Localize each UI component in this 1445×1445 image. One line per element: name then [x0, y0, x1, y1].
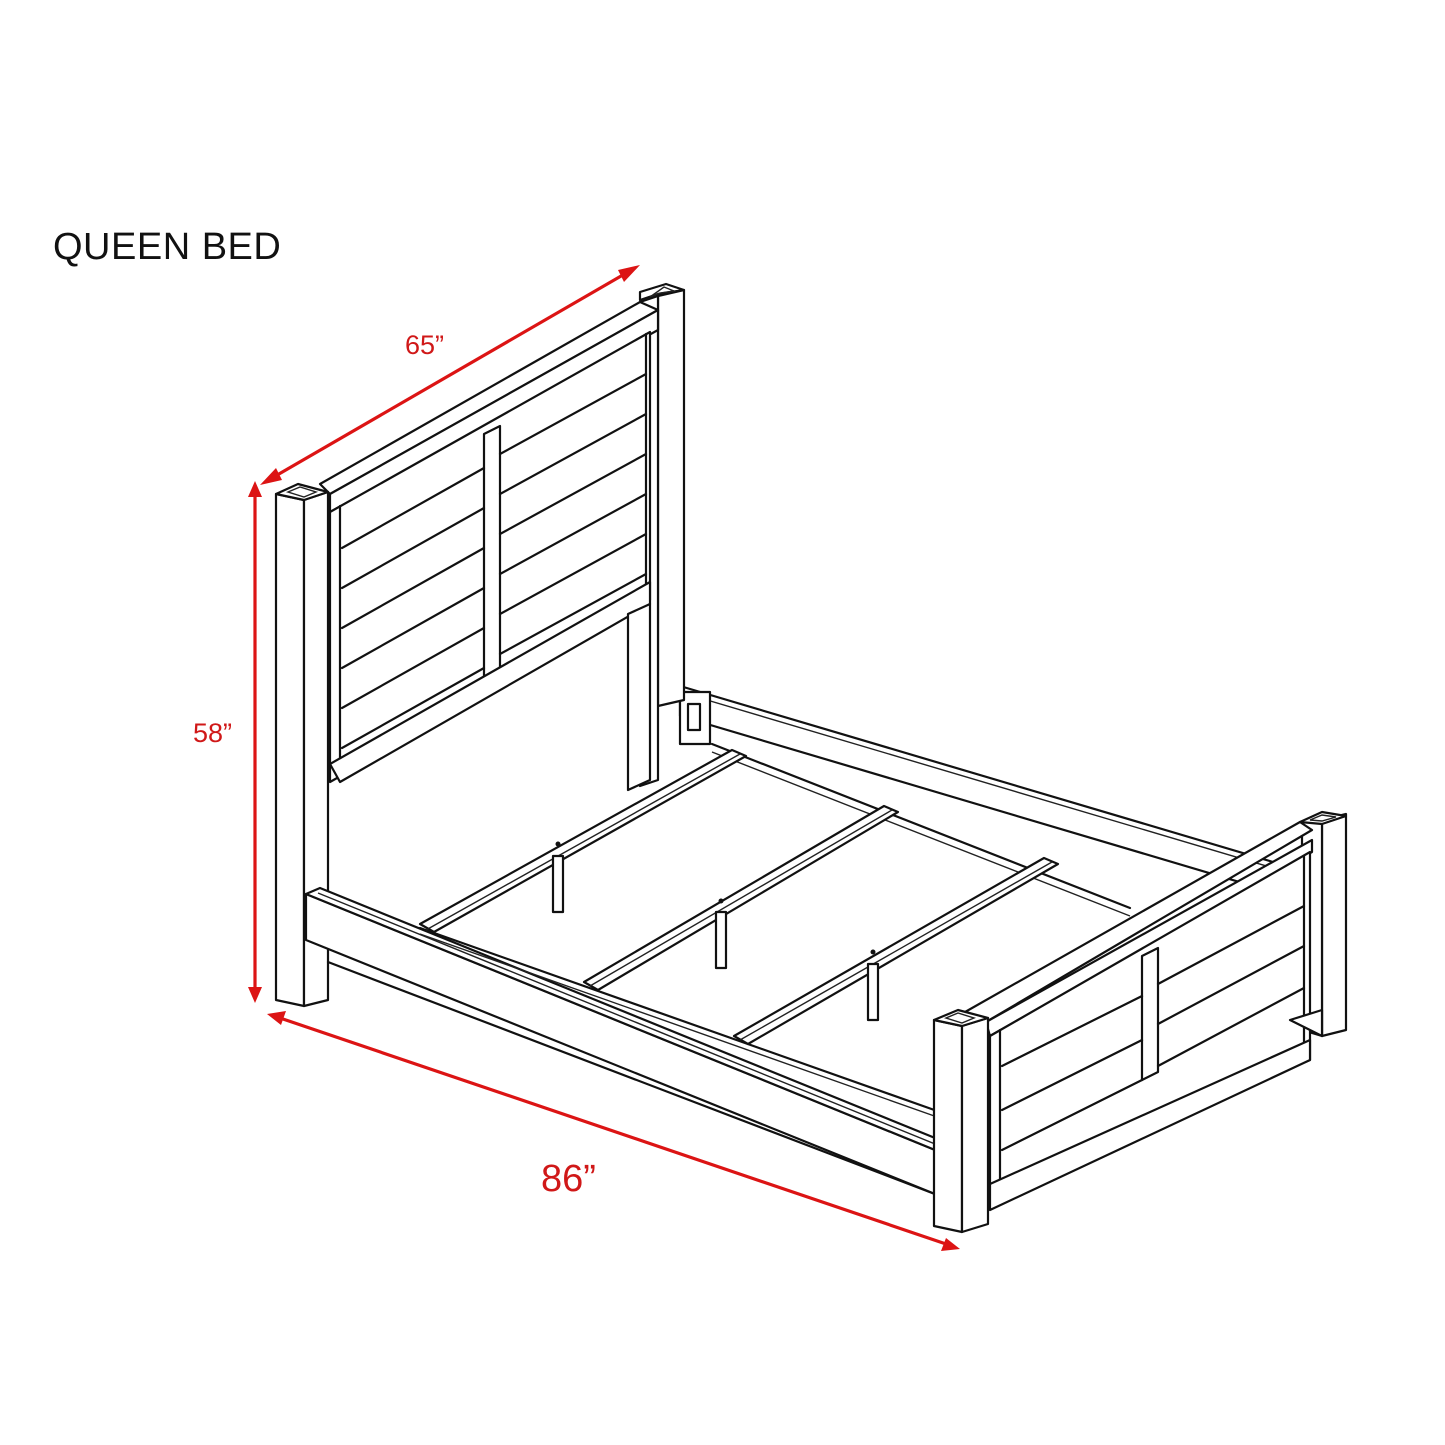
footboard: [932, 810, 1348, 1234]
diagram-title: QUEEN BED: [53, 226, 282, 268]
height-dimension-label: 58”: [193, 718, 233, 748]
support-slats: [418, 748, 1060, 1046]
near-side-rail: [304, 886, 942, 1198]
length-dimension-label: 86”: [541, 1158, 596, 1200]
dimension-arrow-height: [248, 481, 262, 1003]
dimension-arrow-width: [260, 265, 640, 485]
headboard: [274, 282, 686, 1008]
width-dimension-label: 65”: [405, 330, 445, 360]
dimension-arrow-length: [267, 1011, 960, 1251]
slat-ledge: [418, 742, 1132, 1119]
far-side-rail: [678, 684, 1302, 902]
